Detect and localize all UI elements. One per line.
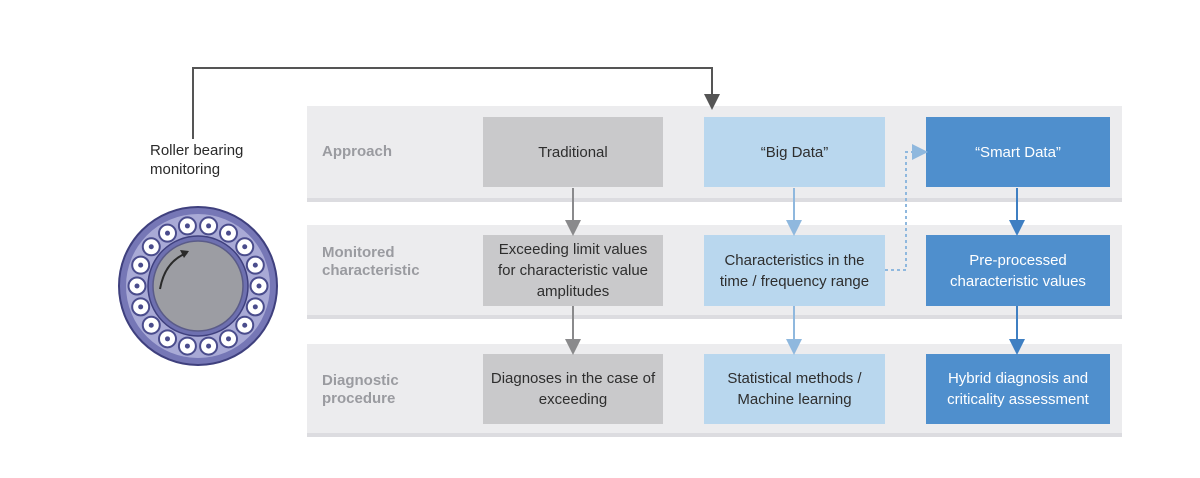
big-data-monitored-box: Characteristics in the time / frequency … xyxy=(704,235,885,306)
row-label-diagnostic: Diagnostic procedure xyxy=(322,372,399,407)
bearing-roller-center xyxy=(148,244,154,250)
smart-data-approach-box: “Smart Data” xyxy=(926,117,1110,187)
bearing-roller-center xyxy=(256,283,262,289)
roller-bearing-icon xyxy=(118,206,278,366)
bearing-roller-center xyxy=(165,230,170,236)
bearing-roller-center xyxy=(206,343,212,349)
smart-data-diagnostic-box: Hybrid diagnosis and criticality assessm… xyxy=(926,354,1110,424)
bearing-roller-center xyxy=(252,262,258,268)
bearing-roller-center xyxy=(134,283,140,289)
bearing-roller-center xyxy=(165,336,170,342)
bearing-roller-center xyxy=(226,230,231,236)
bearing-roller-center xyxy=(206,223,212,229)
smart-data-monitored-box: Pre-processed characteristic values xyxy=(926,235,1110,306)
bearing-roller-center xyxy=(226,336,231,342)
bearing-roller-center xyxy=(148,322,154,328)
traditional-monitored-box: Exceeding limit values for characteristi… xyxy=(483,235,663,306)
bearing-roller-center xyxy=(184,223,190,229)
bearing-roller-center xyxy=(184,343,190,349)
bearing-roller-center xyxy=(242,322,248,328)
big-data-to-smart-data-dashed-connector xyxy=(885,144,928,271)
bearing-roller-center xyxy=(138,262,144,268)
traditional-diagnostic-box: Diagnoses in the case of exceeding xyxy=(483,354,663,424)
big-data-diagnostic-box: Statistical methods / Machine learning xyxy=(704,354,885,424)
bearing-roller-center xyxy=(252,304,258,310)
bearing-roller-center xyxy=(242,244,248,250)
traditional-approach-box: Traditional xyxy=(483,117,663,187)
bearing-roller-center xyxy=(138,304,144,310)
big-data-approach-box: “Big Data” xyxy=(704,117,885,187)
row-label-approach: Approach xyxy=(322,143,393,160)
row-label-monitored: Monitored characteristic xyxy=(322,244,420,279)
bearing-label: Roller bearing monitoring xyxy=(150,142,244,178)
bearing-to-big-data-connector xyxy=(192,67,720,139)
